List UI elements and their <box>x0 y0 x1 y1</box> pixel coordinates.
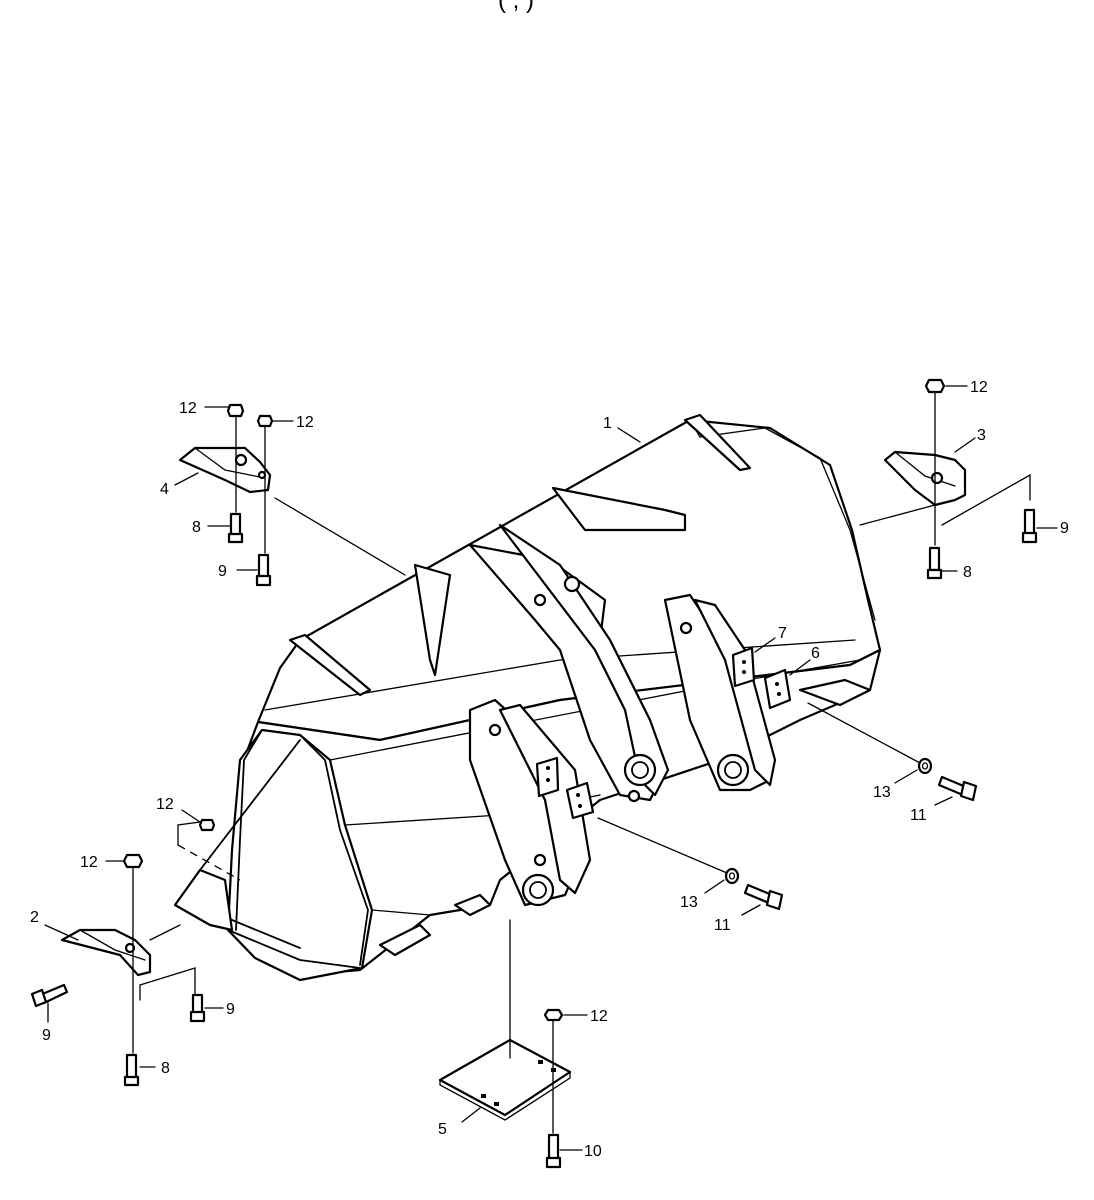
callout-2: 2 <box>30 909 39 926</box>
callout-9-bottom-left: 9 <box>42 1027 51 1044</box>
callout-7: 7 <box>778 625 787 642</box>
fastener-washers <box>724 757 933 885</box>
callout-labels: 1 2 3 4 5 6 7 8 8 8 9 9 9 9 10 11 11 12 … <box>30 379 1069 1160</box>
lug-bracket-center <box>468 523 670 803</box>
part-2-side-cutter <box>60 924 196 1001</box>
callout-9-top-right: 9 <box>1060 520 1069 537</box>
callout-11-right: 11 <box>910 807 927 824</box>
callout-12-top-left-a: 12 <box>179 400 197 417</box>
callout-9-bottom-mid: 9 <box>226 1001 235 1018</box>
header-text: ( , ) <box>498 0 534 14</box>
callout-12-left-small: 12 <box>156 796 174 813</box>
callout-12-top-right: 12 <box>970 379 988 396</box>
top-ribs <box>288 413 752 697</box>
assembly-axis-lines <box>132 391 936 1134</box>
callout-4: 4 <box>160 481 169 498</box>
callout-11-center: 11 <box>714 917 731 934</box>
part-5-wear-plate <box>438 919 572 1121</box>
callout-8-bottom-left: 8 <box>161 1060 170 1077</box>
lug-bracket-left <box>468 698 592 907</box>
callout-10: 10 <box>584 1143 602 1160</box>
part-4-edge-protector <box>178 446 406 576</box>
callout-8-top-left: 8 <box>192 519 201 536</box>
callout-12-bottom-plate: 12 <box>590 1008 608 1025</box>
callout-1: 1 <box>603 415 612 432</box>
callout-13-center: 13 <box>680 894 698 911</box>
callout-13-right: 13 <box>873 784 891 801</box>
callout-12-top-left-b: 12 <box>296 414 314 431</box>
callout-6: 6 <box>811 645 820 662</box>
plate-7-set <box>535 646 756 798</box>
fastener-bolts <box>30 508 1038 1169</box>
callout-3: 3 <box>977 427 986 444</box>
callout-9-top-left: 9 <box>218 563 227 580</box>
part-3-edge-protector <box>859 450 1031 526</box>
callout-8-top-right: 8 <box>963 564 972 581</box>
lug-bracket-right <box>663 593 777 792</box>
side-cutter-socket <box>173 739 301 932</box>
plate-6-set <box>565 668 792 820</box>
callout-12-bottom-left: 12 <box>80 854 98 871</box>
callout-5: 5 <box>438 1121 447 1138</box>
callout-leaders <box>44 385 1058 1151</box>
